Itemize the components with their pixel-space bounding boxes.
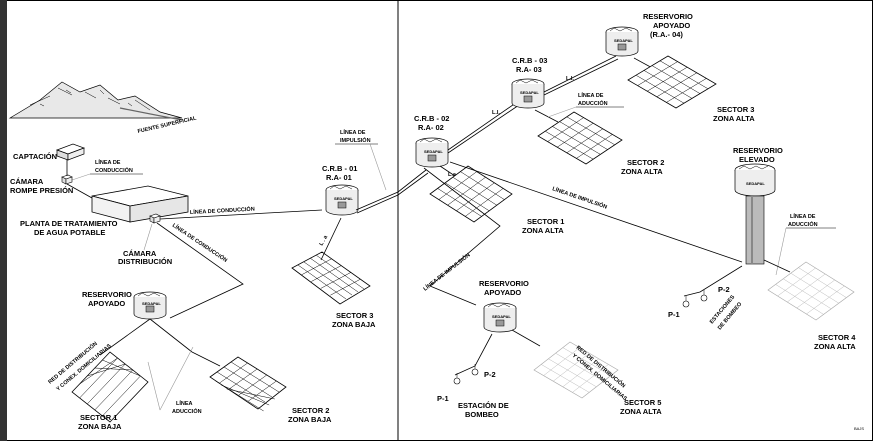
sector2-baja-label-1: SECTOR 2 — [292, 406, 329, 415]
footer-mark: BAJS — [854, 426, 864, 431]
sector3-alta-grid — [627, 55, 717, 109]
res-elevado-label-1: RESERVORIO — [733, 146, 783, 155]
la-label-1: L . a — [319, 234, 330, 247]
planta-label-2: DE AGUA POTABLE — [34, 228, 105, 237]
camara-distribucion-icon — [149, 213, 161, 224]
crb03-reservoir-icon: SEDAPAL — [511, 78, 545, 109]
res-apoyado-label-2: APOYADO — [88, 299, 125, 308]
res-apoyado-b-label-1: RESERVORIO — [479, 279, 529, 288]
reservorio-apoyado-bottom-icon: SEDAPAL — [483, 302, 517, 333]
sector1-alta-grid — [429, 165, 513, 223]
linea-conduccion-label-2: CONDUCCIÓN — [95, 166, 133, 174]
captacion-structure-icon — [55, 143, 86, 161]
crb01-reservoir-icon: SEDAPAL — [325, 184, 359, 216]
li-label-2: L.I. — [566, 76, 574, 82]
sector5-alta-label-2: ZONA ALTA — [620, 407, 662, 416]
camara-rp-label-2: ROMPE PRESIÓN — [10, 186, 73, 195]
reservorio-apoyado-left-icon: SEDAPAL — [133, 291, 167, 320]
crb03-label-2: R.A- 03 — [516, 65, 542, 74]
sector3-alta-label-1: SECTOR 3 — [717, 105, 754, 114]
sector1-baja-label-1: SECTOR 1 — [80, 413, 117, 422]
res-apoyado-b-label-2: APOYADO — [484, 288, 521, 297]
li-label-1: L.I. — [492, 110, 500, 116]
linea-aduccion-left-label-1: LÍNEA — [176, 399, 193, 407]
camara-rp-label-1: CÁMARA — [10, 177, 44, 186]
sector4-alta-label-1: SECTOR 4 — [818, 333, 856, 342]
svg-text:SEDAPAL: SEDAPAL — [492, 314, 511, 319]
sector5-alta-grid — [533, 341, 619, 399]
sector4-alta-grid — [767, 261, 855, 321]
svg-text:SEDAPAL: SEDAPAL — [142, 301, 161, 306]
camara-dist-label-1: CÁMARA — [123, 249, 157, 258]
sector5-alta-label-1: SECTOR 5 — [624, 398, 661, 407]
planta-tratamiento-icon — [91, 185, 189, 223]
camara-rompe-presion-icon — [61, 174, 73, 185]
sector1-alta-label-1: SECTOR 1 — [527, 217, 564, 226]
camara-dist-label-2: DISTRIBUCIÓN — [118, 257, 172, 266]
p1-a-label: P-1 — [668, 310, 680, 319]
p2-a-label: P-2 — [718, 285, 730, 294]
left-dark-bar — [0, 0, 7, 441]
sector4-alta-label-2: ZONA ALTA — [814, 342, 856, 351]
crb01-label-1: C.R.B - 01 — [322, 164, 357, 173]
p1-b-label: P-1 — [437, 394, 449, 403]
svg-text:SEDAPAL: SEDAPAL — [424, 149, 443, 154]
reservorio-elevado-icon: SEDAPAL — [734, 163, 776, 265]
sector1-alta-label-2: ZONA ALTA — [522, 226, 564, 235]
ra04-reservoir-icon: SEDAPAL — [605, 26, 639, 57]
linea-aduccion-right-label-2: ADUCCIÓN — [578, 99, 608, 107]
linea-conduccion-label-1: LÍNEA DE — [95, 158, 121, 166]
linea-impulsion-label-1: LÍNEA DE — [340, 128, 366, 136]
svg-text:SEDAPAL: SEDAPAL — [334, 196, 353, 201]
p2-b-label: P-2 — [484, 370, 496, 379]
sector3-alta-label-2: ZONA ALTA — [713, 114, 755, 123]
linea-aduccion-left-label-2: ADUCCIÓN — [172, 407, 202, 415]
crb03-label-1: C.R.B - 03 — [512, 56, 547, 65]
linea-conduccion-h-label: LÍNEA DE CONDUCCIÓN — [190, 205, 255, 216]
linea-aduccion-right-label-1: LÍNEA DE — [578, 91, 604, 99]
linea-aduccion-e-label-1: LÍNEA DE — [790, 212, 816, 220]
crb02-label-2: R.A- 02 — [418, 123, 444, 132]
planta-label-1: PLANTA DE TRATAMIENTO — [20, 219, 118, 228]
ra04-label-3: (R.A.- 04) — [650, 30, 683, 39]
sector2-alta-label-2: ZONA ALTA — [621, 167, 663, 176]
crb02-label-1: C.R.B - 02 — [414, 114, 449, 123]
estacion-b-label-1: ESTACIÓN DE — [458, 401, 509, 410]
svg-text:SEDAPAL: SEDAPAL — [520, 90, 539, 95]
sector3-baja-label-1: SECTOR 3 — [336, 311, 373, 320]
mountain-source-icon — [8, 81, 183, 121]
sector3-baja-label-2: ZONA BAJA — [332, 320, 376, 329]
svg-text:SEDAPAL: SEDAPAL — [614, 38, 633, 43]
estacion-b-label-2: BOMBEO — [465, 410, 499, 419]
ra04-label-1: RESERVORIO — [643, 12, 693, 21]
svg-text:SEDAPAL: SEDAPAL — [746, 181, 765, 186]
estaciones-bombeo-pumps — [682, 265, 743, 308]
res-elevado-label-2: ELEVADO — [739, 155, 775, 164]
la-label-2: L.a — [448, 172, 457, 178]
sector1-baja-grid — [71, 351, 149, 423]
estacion-bombeo-pumps — [453, 333, 493, 385]
captacion-label: CAPTACIÓN — [13, 152, 57, 161]
linea-aduccion-e-label-2: ADUCCIÓN — [788, 220, 818, 228]
sector2-alta-label-1: SECTOR 2 — [627, 158, 664, 167]
sector3-baja-grid — [291, 251, 371, 305]
sector2-baja-label-2: ZONA BAJA — [288, 415, 332, 424]
crb02-reservoir-icon: SEDAPAL — [415, 137, 449, 168]
sector2-baja-grid — [209, 356, 287, 412]
crb01-label-2: R.A- 01 — [326, 173, 352, 182]
sector2-alta-grid — [537, 111, 623, 165]
res-apoyado-label-1: RESERVORIO — [82, 290, 132, 299]
linea-impulsion-label-2: IMPULSIÓN — [340, 136, 371, 144]
sector1-baja-label-2: ZONA BAJA — [78, 422, 122, 431]
ra04-label-2: APOYADO — [653, 21, 690, 30]
